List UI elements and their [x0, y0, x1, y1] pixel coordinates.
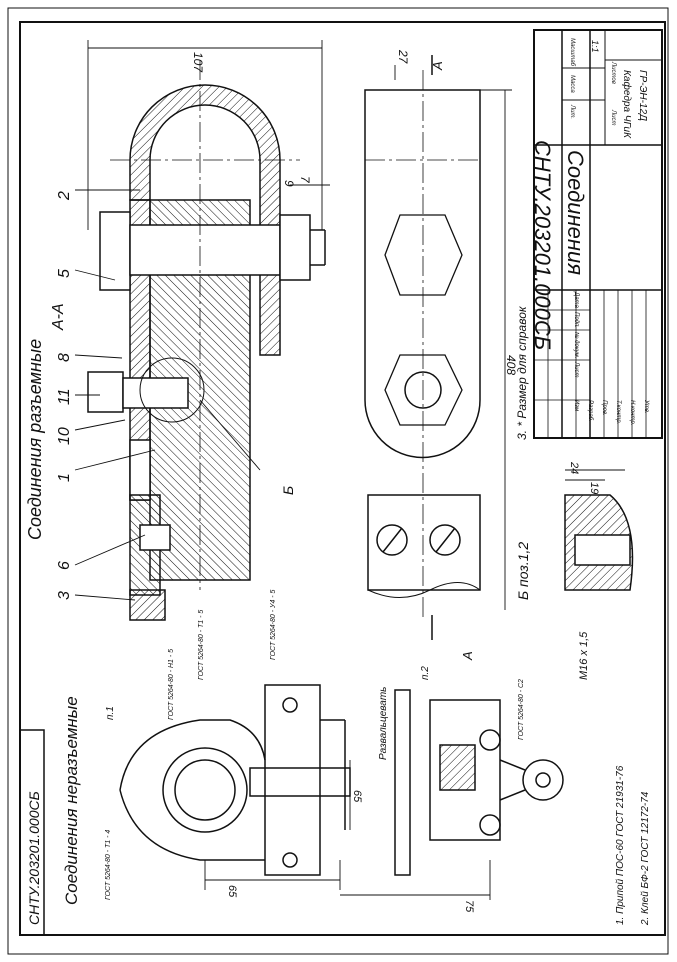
drawing-code: СНТУ.203201.000СБ — [530, 140, 555, 351]
gost-weld-1: ГОСТ 5264-80 - Т1 - 4 — [105, 829, 112, 900]
note-1: 1. Припой ПОС-60 ГОСТ 21931-76 — [615, 765, 626, 925]
detail-label: Б поз.1,2 — [515, 541, 531, 600]
title-permanent: Соединения неразъемные — [62, 696, 81, 905]
tb-col-2: Подп. — [573, 312, 579, 328]
tb-col-1: № докум. — [573, 332, 579, 359]
tb-row-3: Т.контр. — [615, 400, 621, 425]
callout-11: 11 — [56, 388, 73, 405]
callout-leaders — [74, 184, 330, 601]
drawing-name: Соединения — [563, 150, 588, 275]
tb-row-1: Разраб. — [587, 400, 593, 422]
callout-3: 3 — [56, 591, 73, 600]
code-stamp-frame — [19, 729, 45, 936]
note-2: 2. Клей БФ-2 ГОСТ 12172-74 — [640, 791, 651, 925]
dim-27: 27 — [396, 50, 410, 64]
gost-weld-4: ГОСТ 5264-80 - У4 - 5 — [270, 589, 277, 660]
dim-65b: 65 — [351, 790, 363, 803]
callout-2: 2 — [56, 191, 73, 200]
dim-24: 24 — [568, 462, 580, 475]
tb-row-4: Н.контр. — [629, 400, 635, 426]
gost-weld-5: ГОСТ 5264-80 - С2 — [518, 679, 525, 740]
dim-19: 19 — [588, 482, 600, 495]
section-view — [87, 60, 326, 621]
sheet-label: Лист — [610, 110, 616, 126]
callout-5: 5 — [56, 269, 73, 278]
dimension-107 — [87, 40, 323, 230]
roughness: 9 — [282, 180, 296, 187]
tb-row-2: Пров. — [601, 400, 607, 416]
side-view — [364, 55, 481, 640]
cut-label-bottom: А — [460, 651, 475, 660]
tb-row-5: Утв. — [643, 400, 649, 414]
gost-weld-2: ГОСТ 5264-80 - Н1 - 5 — [168, 648, 175, 720]
dim-75: 75 — [463, 900, 475, 913]
roughness-2: 7 — [298, 176, 312, 183]
detail-b-view — [564, 469, 634, 591]
label-p2: п.2 — [420, 666, 431, 680]
label-p1: п.1 — [105, 706, 116, 720]
inner-border — [19, 21, 666, 936]
detail-b-marker: Б — [280, 485, 296, 495]
permanent-joints-view — [119, 684, 564, 876]
mass-label: Масса — [569, 75, 575, 93]
scale-value: 1:1 — [590, 40, 600, 53]
title-block — [533, 29, 663, 439]
label-flare: Развальцевать — [378, 686, 389, 760]
dim-65a: 65 — [226, 885, 238, 898]
lit-label: Лит. — [569, 105, 575, 120]
dimension-408 — [480, 89, 512, 610]
dim-107: 107 — [191, 52, 205, 73]
sheets-label: Листов — [610, 62, 616, 84]
tb-col-3: Дата — [573, 292, 579, 308]
outer-border — [7, 7, 669, 955]
callout-10: 10 — [56, 427, 73, 445]
callout-6: 6 — [56, 561, 73, 570]
thread-label: М16 х 1,5 — [578, 631, 590, 680]
tb-col-0: Лист — [573, 362, 579, 378]
note-reference: 3. * Размер для справок — [515, 306, 529, 440]
code-stamp: СНТУ.203201.000СБ — [26, 791, 42, 925]
tb-row-0: Изм — [573, 400, 579, 412]
scale-label: Масштаб — [569, 38, 575, 67]
department: Кафедра ЧГиК — [621, 70, 632, 138]
callout-1: 1 — [56, 473, 73, 482]
gost-weld-3: ГОСТ 5264-80 - Т1 - 5 — [198, 609, 205, 680]
section-label: А-А — [50, 303, 67, 330]
title-detachable: Соединения разъемные — [25, 338, 45, 540]
cut-label-top: А — [430, 61, 445, 70]
lower-dimensions — [204, 760, 491, 900]
group: ГР-ЭН-12Д — [637, 70, 648, 122]
callout-8: 8 — [56, 353, 73, 362]
